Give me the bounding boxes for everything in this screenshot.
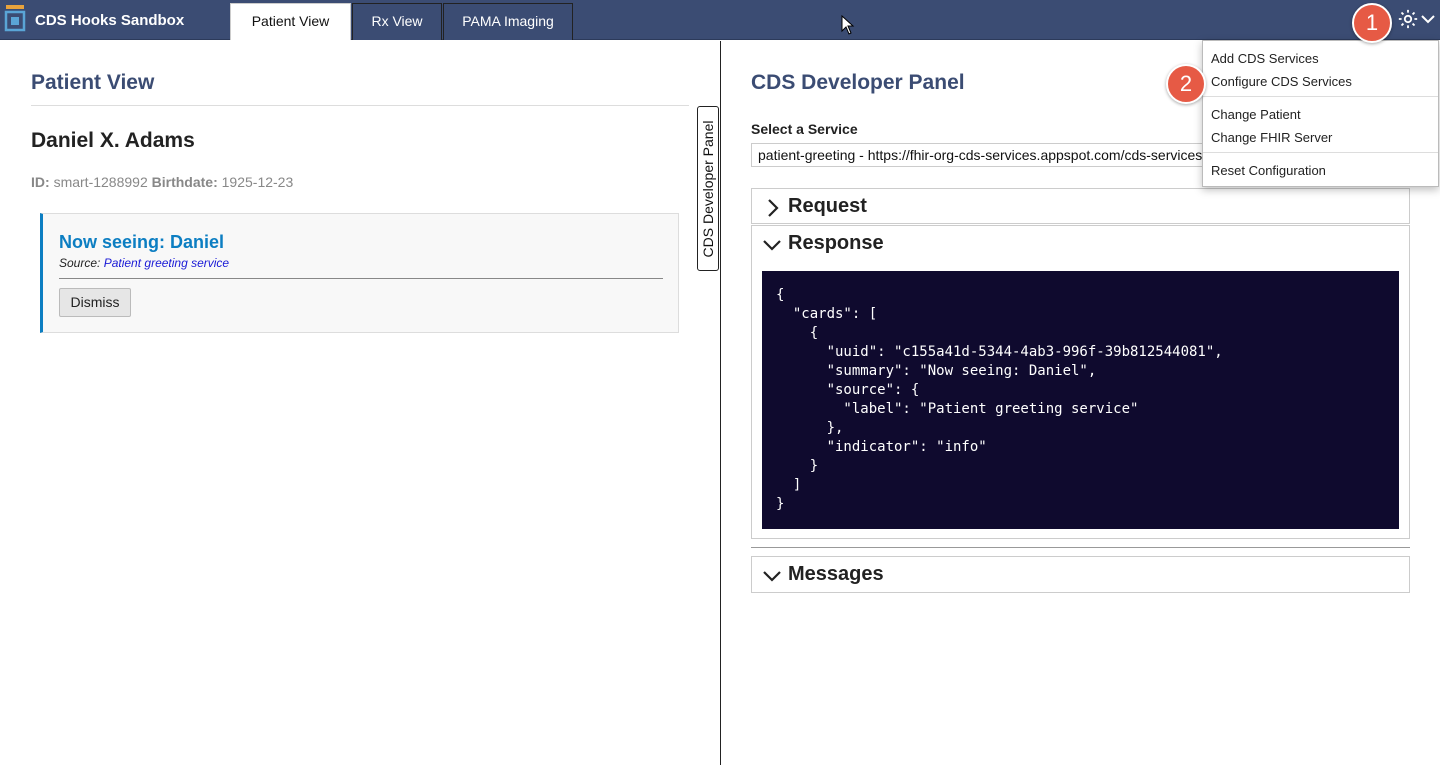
- developer-panel-title: CDS Developer Panel: [751, 71, 965, 94]
- request-accordion[interactable]: Request: [751, 188, 1410, 224]
- request-heading: Request: [788, 195, 867, 217]
- response-json: { "cards": [ { "uuid": "c155a41d-5344-4a…: [762, 271, 1399, 529]
- patient-view-pane: Patient View Daniel X. Adams ID: smart-1…: [0, 41, 720, 765]
- mouse-cursor-icon: [841, 15, 855, 35]
- page-title: Patient View: [31, 71, 155, 94]
- messages-accordion[interactable]: Messages: [751, 556, 1410, 593]
- title-divider: [31, 105, 689, 106]
- tab-pama-imaging[interactable]: PAMA Imaging: [443, 3, 573, 40]
- app-brand[interactable]: CDS Hooks Sandbox: [35, 12, 185, 29]
- tab-rx-view[interactable]: Rx View: [352, 3, 442, 40]
- service-select-label: Select a Service: [751, 121, 858, 137]
- response-heading: Response: [788, 232, 884, 254]
- settings-menu: Add CDS Services Configure CDS Services …: [1202, 40, 1439, 187]
- menu-item-reset-configuration[interactable]: Reset Configuration: [1211, 163, 1326, 178]
- menu-item-change-fhir-server[interactable]: Change FHIR Server: [1211, 130, 1333, 145]
- developer-panel: CDS Developer Panel Select a Service pat…: [721, 41, 1440, 765]
- chevron-down-icon: [763, 240, 781, 251]
- menu-item-configure-cds-services[interactable]: Configure CDS Services: [1211, 74, 1352, 89]
- birthdate-label: Birthdate:: [151, 174, 218, 190]
- patient-meta: ID: smart-1288992 Birthdate: 1925-12-23: [31, 174, 293, 190]
- cds-hooks-logo-icon: [4, 5, 26, 32]
- chevron-right-icon: [768, 199, 779, 217]
- pane-divider[interactable]: [720, 41, 721, 765]
- annotation-badge-2: 2: [1166, 64, 1206, 104]
- messages-heading: Messages: [788, 563, 884, 585]
- menu-item-add-cds-services[interactable]: Add CDS Services: [1211, 51, 1319, 66]
- menu-divider: [1203, 96, 1438, 97]
- annotation-badge-1: 1: [1352, 3, 1392, 43]
- section-divider: [751, 547, 1410, 548]
- menu-divider: [1203, 152, 1438, 153]
- tab-patient-view[interactable]: Patient View: [230, 3, 351, 40]
- card-source-link[interactable]: Patient greeting service: [103, 256, 230, 270]
- chevron-down-icon: [763, 571, 781, 582]
- developer-panel-toggle[interactable]: CDS Developer Panel: [697, 106, 719, 271]
- chevron-down-icon[interactable]: [1420, 13, 1436, 25]
- developer-panel-toggle-label: CDS Developer Panel: [700, 120, 716, 257]
- cds-card: Now seeing: Daniel Source: Patient greet…: [40, 213, 679, 333]
- card-source-label: Source:: [59, 256, 101, 270]
- response-accordion[interactable]: Response { "cards": [ { "uuid": "c155a41…: [751, 225, 1410, 539]
- menu-item-change-patient[interactable]: Change Patient: [1211, 107, 1301, 122]
- dismiss-button[interactable]: Dismiss: [59, 288, 131, 317]
- gear-icon[interactable]: [1397, 8, 1419, 30]
- patient-name: Daniel X. Adams: [31, 129, 195, 152]
- card-source: Source: Patient greeting service: [59, 256, 229, 270]
- card-summary: Now seeing: Daniel: [59, 232, 225, 252]
- patient-id-label: ID:: [31, 174, 50, 190]
- service-select[interactable]: patient-greeting - https://fhir-org-cds-…: [751, 143, 1211, 167]
- birthdate-value: 1925-12-23: [221, 174, 294, 190]
- card-divider: [59, 278, 663, 279]
- patient-id-value: smart-1288992: [53, 174, 148, 190]
- top-navbar: CDS Hooks Sandbox Patient View Rx View P…: [0, 0, 1440, 40]
